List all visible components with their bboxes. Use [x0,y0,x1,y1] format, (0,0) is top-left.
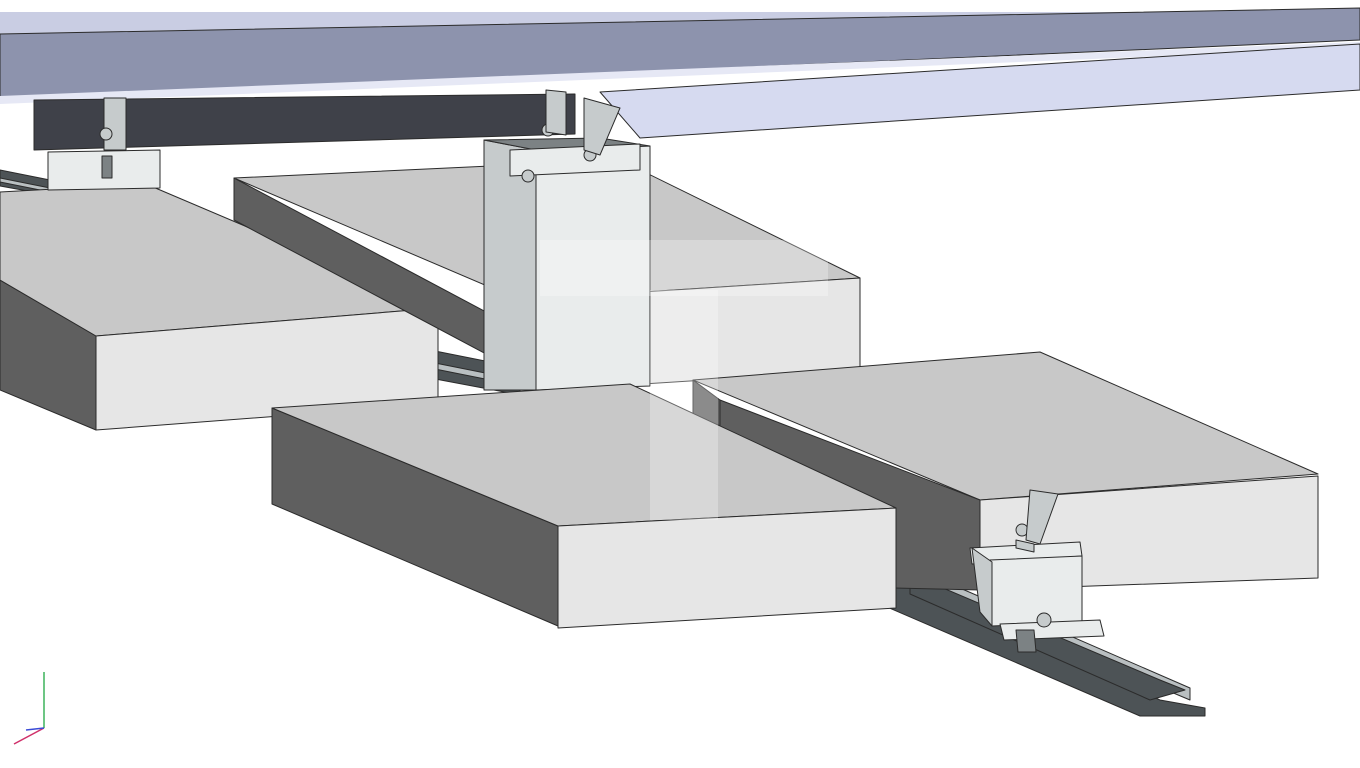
solar-panel-underside [599,43,1360,139]
panel-frame-beam [33,93,576,151]
front-mid-clamp [969,489,1105,653]
solar-panel-front [0,7,1360,101]
ballast-block-back-left [0,183,439,431]
left-end-clamp [47,97,161,191]
ballast-block-front-center [271,383,897,629]
solar-panel-edge [0,42,1360,104]
axis-triad-icon [13,672,45,745]
watermark-overlay [540,240,828,520]
rear-support-column [483,89,651,391]
solar-panel [0,7,1360,151]
